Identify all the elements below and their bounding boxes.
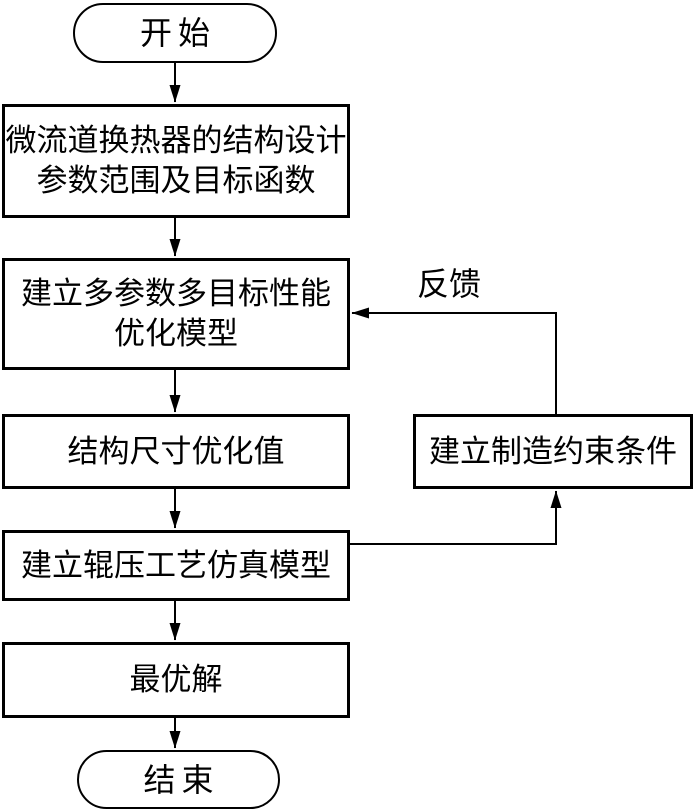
feedback-edge-label: 反馈 bbox=[416, 265, 481, 303]
node-end-label: 结束 bbox=[143, 760, 220, 799]
node-optimization-model-label: 建立多参数多目标性能 优化模型 bbox=[21, 276, 331, 352]
node-optimal-solution-label: 最优解 bbox=[129, 662, 223, 698]
node-structure-size-label: 结构尺寸优化值 bbox=[67, 433, 285, 470]
node-optimization-model: 建立多参数多目标性能 优化模型 bbox=[2, 258, 350, 370]
node-design-params: 微流道换热器的结构设计 参数范围及目标函数 bbox=[2, 104, 350, 218]
node-end: 结束 bbox=[77, 750, 280, 809]
node-optimal-solution: 最优解 bbox=[2, 642, 350, 718]
node-rolling-simulation: 建立辊压工艺仿真模型 bbox=[2, 530, 350, 601]
node-start: 开始 bbox=[73, 3, 277, 63]
arrow-rolling-simulation-to-constraints bbox=[350, 490, 562, 545]
node-design-params-label: 微流道换热器的结构设计 参数范围及目标函数 bbox=[5, 123, 347, 199]
node-manufacturing-constraints-label: 建立制造约束条件 bbox=[429, 433, 677, 470]
node-rolling-simulation-label: 建立辊压工艺仿真模型 bbox=[21, 547, 331, 584]
node-start-label: 开始 bbox=[139, 14, 216, 52]
node-manufacturing-constraints: 建立制造约束条件 bbox=[413, 414, 693, 489]
node-structure-size: 结构尺寸优化值 bbox=[2, 414, 350, 489]
arrow-feedback-constraints-to-optimization-model bbox=[351, 307, 557, 414]
